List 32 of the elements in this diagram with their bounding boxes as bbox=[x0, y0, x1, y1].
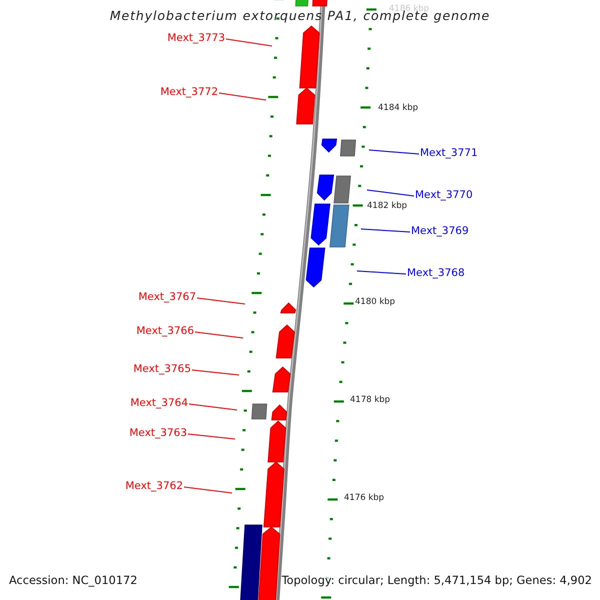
leader-line bbox=[226, 38, 272, 46]
gene-label: Mext_3770 bbox=[415, 189, 473, 202]
leader-line bbox=[184, 486, 232, 494]
diagram-title: Methylobacterium extorquens PA1, complete genome bbox=[108, 9, 492, 24]
tick-label: 4184 kbp bbox=[378, 104, 418, 114]
genome-info-text: Topology: circular; Length: 5,471,154 bp; Genes: 4,902 bbox=[282, 574, 592, 587]
tick-label: 4176 kbp bbox=[344, 494, 384, 504]
leader-line bbox=[360, 228, 410, 233]
leader-line bbox=[366, 190, 414, 197]
leader-line bbox=[194, 332, 244, 338]
gene-label: Mext_3765 bbox=[133, 363, 191, 376]
gene-label: Mext_3772 bbox=[160, 86, 218, 98]
leader-line bbox=[192, 370, 240, 376]
tick-label: 4180 kbp bbox=[355, 298, 396, 308]
tick-label: 4178 kbp bbox=[350, 396, 390, 406]
gene-label: Mext_3766 bbox=[136, 325, 194, 338]
gene-label: Mext_3771 bbox=[420, 147, 478, 160]
gene-label: Mext_3768 bbox=[407, 267, 465, 280]
gene-label: Mext_3764 bbox=[130, 397, 188, 410]
leader-line bbox=[188, 404, 238, 410]
gene-label: Mext_3767 bbox=[138, 291, 196, 304]
leader-line bbox=[218, 92, 266, 100]
gene-label: Mext_3769 bbox=[411, 225, 469, 238]
leader-line bbox=[368, 150, 420, 155]
gene-label: Mext_3773 bbox=[167, 32, 225, 44]
accession-text: Accession: NC_010172 bbox=[9, 574, 138, 587]
leader-line bbox=[188, 434, 236, 440]
leader-line bbox=[196, 298, 246, 304]
gene-label: Mext_3762 bbox=[125, 480, 183, 492]
leader-line bbox=[356, 270, 406, 275]
gene-label: Mext_3763 bbox=[129, 427, 187, 440]
tick-label: 4182 kbp bbox=[367, 202, 408, 212]
